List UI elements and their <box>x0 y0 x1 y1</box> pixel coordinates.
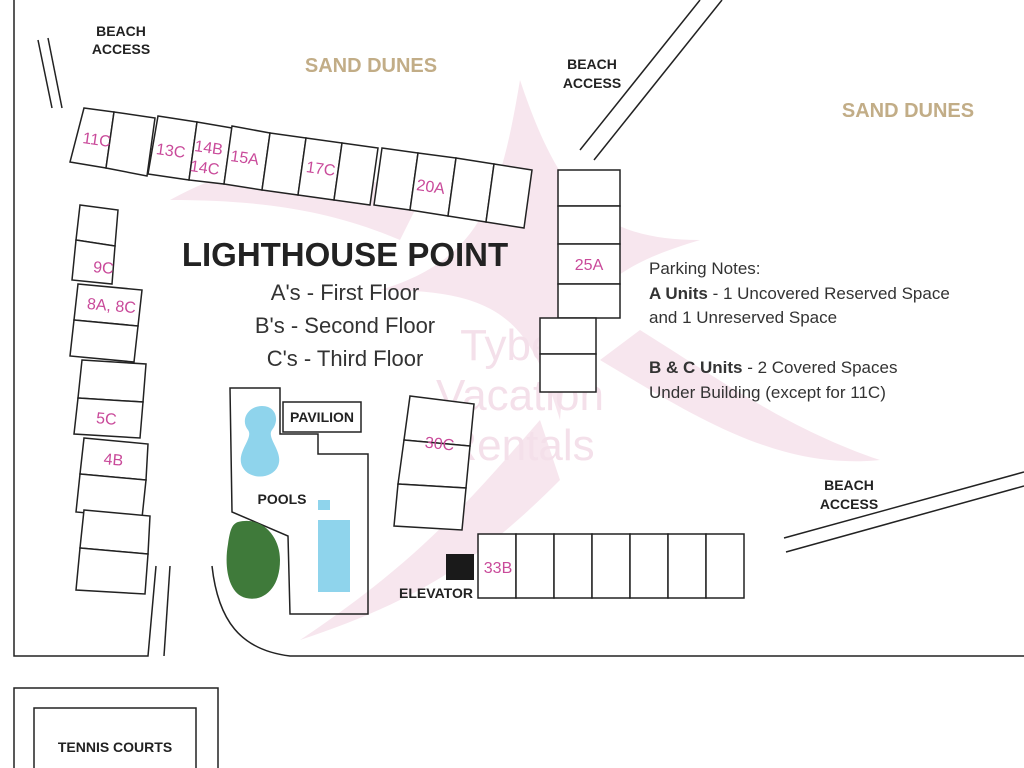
unit-box <box>557 205 621 245</box>
unit-box <box>591 533 631 599</box>
unit-box <box>515 533 555 599</box>
beach-path-mid-a <box>579 0 701 151</box>
unit-14b-label: 14B <box>193 138 224 159</box>
unit-box <box>77 359 147 403</box>
parking-a-text-1: - 1 Uncovered Reserved Space <box>708 284 950 303</box>
outer-road-bottom <box>211 565 1024 657</box>
unit-labels: 11C 13C 14B 14C 15A 17C 20A 25A 9C 8A, 8… <box>81 130 603 577</box>
unit-14c-label: 14C <box>189 158 220 179</box>
pools-label: POOLS <box>257 491 306 507</box>
elevator-icon <box>446 554 474 580</box>
unit-11c-label: 11C <box>81 130 111 151</box>
unit-17c-label: 17C <box>305 159 336 180</box>
unit-box <box>667 533 707 599</box>
title-block: LIGHTHOUSE POINT A's - First Floor B's -… <box>182 236 508 371</box>
unit-box <box>485 163 533 229</box>
floor-c-label: C's - Third Floor <box>267 346 424 371</box>
building-top-row <box>69 107 533 229</box>
unit-4b-label: 4B <box>103 451 124 470</box>
unit-box <box>69 319 139 363</box>
beach-path-right-b <box>785 485 1024 553</box>
building-30c <box>393 395 475 531</box>
building-25a-column <box>539 169 621 393</box>
beach-path-mid-b <box>593 0 723 161</box>
unit-box <box>629 533 669 599</box>
unit-15a-label: 15A <box>229 148 260 169</box>
sand-dunes-right: SAND DUNES <box>842 100 974 122</box>
parking-notes-heading: Parking Notes: <box>649 259 761 278</box>
map-title: LIGHTHOUSE POINT <box>182 236 508 273</box>
unit-30c-label: 30C <box>424 435 455 455</box>
pool-area-outline <box>229 387 369 615</box>
floor-b-label: B's - Second Floor <box>255 313 435 338</box>
sand-dunes-left: SAND DUNES <box>305 55 437 77</box>
unit-box <box>73 397 144 439</box>
unit-box <box>75 204 119 247</box>
unit-box <box>79 509 151 555</box>
parking-notes: Parking Notes: A Units - 1 Uncovered Res… <box>649 259 950 402</box>
pool-area <box>226 387 474 615</box>
beach-access-top-left-1: BEACH <box>96 23 146 39</box>
pool-round <box>240 406 280 477</box>
outer-road-left <box>13 0 157 657</box>
parking-bc-text-1: - 2 Covered Spaces <box>743 358 898 377</box>
unit-9c-label: 9C <box>92 259 114 278</box>
unit-box <box>557 283 621 319</box>
pavilion-label: PAVILION <box>290 409 354 425</box>
elevator-label: ELEVATOR <box>399 585 473 601</box>
roads <box>13 0 1024 768</box>
tennis-courts-label: TENNIS COURTS <box>58 739 172 755</box>
unit-box <box>539 353 597 393</box>
beach-path-left-b <box>47 37 63 109</box>
beach-path-right-a <box>783 471 1024 539</box>
parking-a-label: A Units <box>649 284 708 303</box>
unit-box <box>105 111 156 177</box>
green-area <box>226 520 280 599</box>
unit-box <box>333 142 379 206</box>
unit-8a-8c-label: 8A, 8C <box>86 296 136 317</box>
place-labels: BEACH ACCESS BEACH ACCESS BEACH ACCESS S… <box>58 23 974 755</box>
building-left-column <box>69 204 151 595</box>
parking-bc-line-1: B & C Units - 2 Covered Spaces <box>649 358 897 377</box>
building-33b-row <box>477 533 745 599</box>
beach-access-right-1: BEACH <box>824 477 874 493</box>
pavilion-building <box>282 401 362 433</box>
unit-box <box>393 483 467 531</box>
beach-access-right-2: ACCESS <box>820 496 878 512</box>
unit-33b-label: 33B <box>484 560 512 577</box>
parking-bc-line-2: Under Building (except for 11C) <box>649 383 886 402</box>
unit-box <box>557 243 621 285</box>
unit-box <box>557 169 621 207</box>
tennis-outline-inner <box>33 707 197 768</box>
unit-25a-label: 25A <box>575 257 604 274</box>
unit-box <box>75 547 149 595</box>
unit-13c-label: 13C <box>155 141 186 162</box>
unit-20a-label: 20A <box>415 177 446 198</box>
parking-a-line-2: and 1 Unreserved Space <box>649 308 837 327</box>
pool-lap <box>318 520 350 592</box>
unit-box <box>71 239 116 285</box>
tennis-outline-outer <box>13 687 219 768</box>
parking-bc-label: B & C Units <box>649 358 743 377</box>
beach-path-left-a <box>37 39 53 109</box>
unit-box <box>553 533 593 599</box>
beach-access-top-left-2: ACCESS <box>92 41 150 57</box>
unit-5c-label: 5C <box>95 410 117 429</box>
road-segment <box>163 565 171 657</box>
pool-small <box>318 500 330 510</box>
unit-box <box>477 533 517 599</box>
unit-box <box>705 533 745 599</box>
unit-box <box>539 317 597 355</box>
beach-access-top-mid-1: BEACH <box>567 56 617 72</box>
floor-a-label: A's - First Floor <box>271 280 419 305</box>
parking-a-line-1: A Units - 1 Uncovered Reserved Space <box>649 284 950 303</box>
beach-access-top-mid-2: ACCESS <box>563 75 621 91</box>
